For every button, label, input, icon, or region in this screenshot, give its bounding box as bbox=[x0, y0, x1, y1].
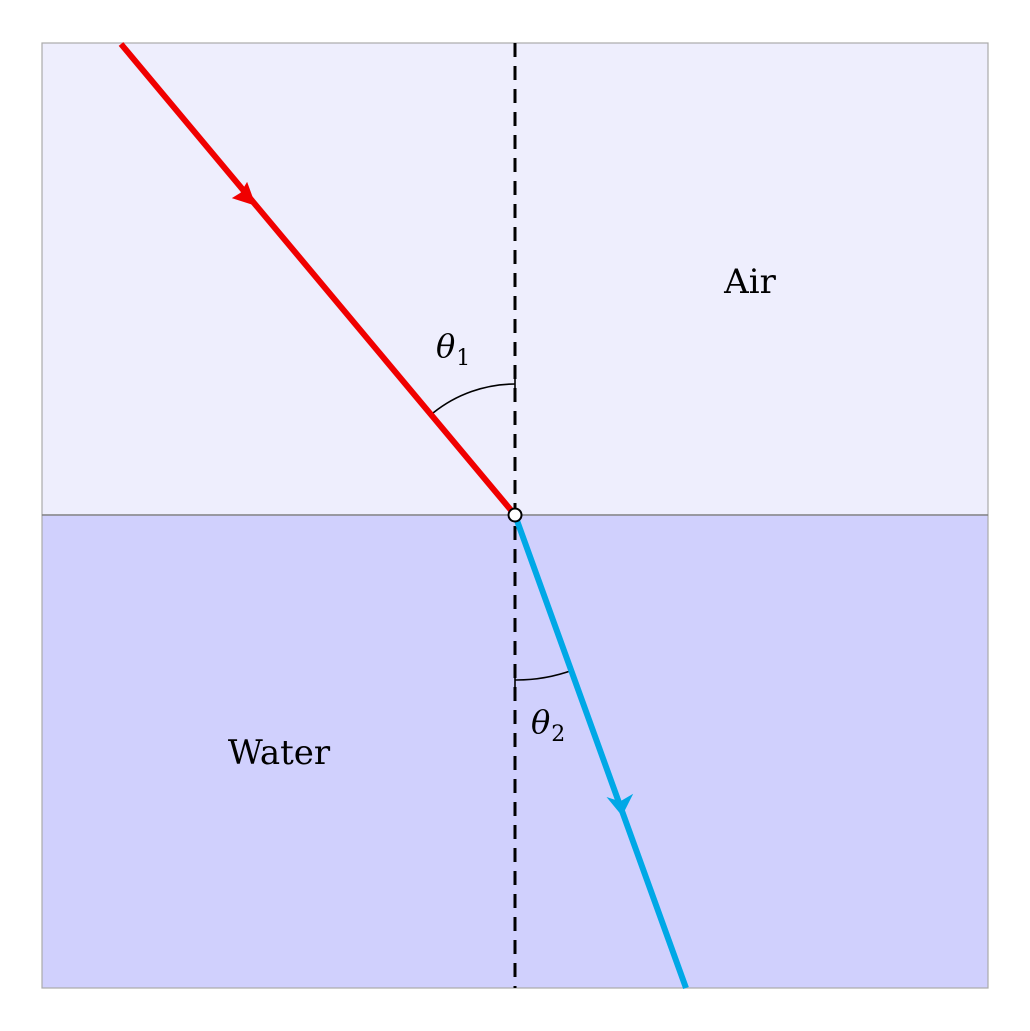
theta-2-subscript: 2 bbox=[551, 722, 565, 747]
theta-2-label: θ2 bbox=[531, 703, 565, 747]
theta-1-label: θ1 bbox=[436, 327, 470, 371]
point-of-incidence bbox=[507, 507, 523, 523]
refracted-ray-arrow-icon bbox=[606, 793, 634, 816]
incident-ray-arrow-icon bbox=[231, 181, 256, 206]
theta-1-subscript: 1 bbox=[456, 346, 470, 371]
theta-1-symbol: θ bbox=[436, 327, 455, 365]
incidence-angle-arc bbox=[432, 383, 516, 414]
incident-ray bbox=[118, 42, 518, 517]
refracted-ray bbox=[512, 513, 689, 990]
water-label: Water bbox=[228, 733, 331, 773]
theta-2-symbol: θ bbox=[531, 703, 550, 741]
water-region bbox=[41, 514, 989, 989]
air-label: Air bbox=[723, 262, 776, 302]
